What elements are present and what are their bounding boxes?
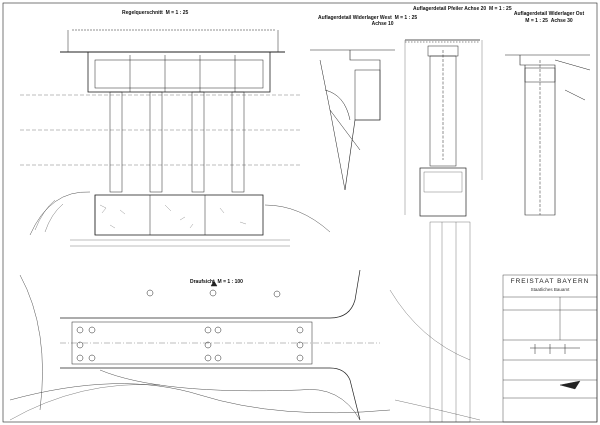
title-block-authority: FREISTAAT BAYERN [510, 278, 590, 285]
title-block [502, 274, 598, 423]
title-block-office: Staatliches Bauamt [530, 287, 570, 292]
abutment-east-scale: M = 1 : 25 [525, 17, 548, 24]
plan-title: Draufsicht M = 1 : 100 [190, 279, 243, 285]
abutment-west-detail [310, 49, 395, 191]
cross-section-view [20, 29, 331, 247]
abutment-west-axis: Achse 10 [371, 21, 394, 27]
section-scale: M = 1 : 25 [165, 10, 189, 16]
abutment-west-scale: M = 1 : 25 [394, 15, 418, 21]
section-title: Regelquerschnitt M = 1 : 25 [122, 10, 188, 16]
section-title-text: Regelquerschnitt [122, 10, 163, 16]
abutment-east-title-text: Auflagerdetail Widerlager Ost [513, 11, 585, 17]
plan-view [9, 269, 481, 421]
abutment-east-axis: Achse 30 [550, 17, 573, 24]
plan-scale: M = 1 : 100 [217, 279, 243, 285]
pier-detail [404, 39, 483, 217]
abutment-east-detail [505, 54, 591, 216]
pier-scale: M = 1 : 25 [488, 6, 512, 12]
coordinate-table [429, 221, 471, 423]
pier-title-text: Auflagerdetail Pfeiler Achse 20 [413, 6, 487, 12]
plan-title-text: Draufsicht [190, 279, 215, 285]
abutment-west-title: Auflagerdetail Widerlager West M = 1 : 2… [318, 15, 417, 27]
pier-title: Auflagerdetail Pfeiler Achse 20 M = 1 : … [413, 6, 512, 12]
abutment-west-title-text: Auflagerdetail Widerlager West [318, 15, 392, 21]
